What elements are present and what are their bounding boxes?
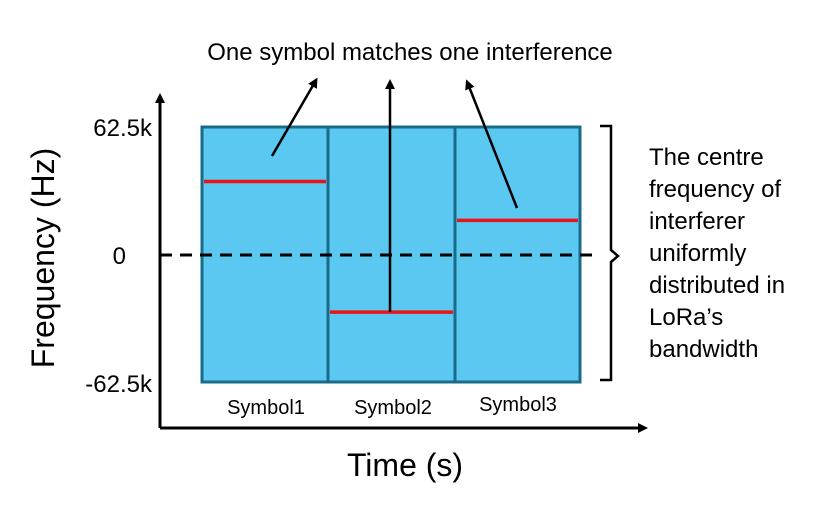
symbol-label-2: Symbol2 [354, 397, 432, 419]
note-line-6: LoRa’s [649, 304, 723, 331]
interferer-lines [204, 179, 578, 314]
y-axis-label: Frequency (Hz) [25, 148, 61, 369]
y-tick-min: -62.5k [85, 371, 153, 398]
note-line-2: frequency of [649, 176, 781, 203]
y-tick-zero: 0 [113, 243, 126, 270]
symbol-block-3 [453, 125, 582, 384]
note-line-1: The centre [649, 144, 764, 171]
annotation-title: One symbol matches one interference [207, 39, 613, 66]
y-tick-max: 62.5k [93, 115, 153, 142]
x-axis-label: Time (s) [347, 447, 463, 483]
pointer-arrow-symbol1 [270, 77, 318, 157]
note-line-7: bandwidth [649, 336, 758, 363]
note-line-5: distributed in [649, 272, 785, 299]
symbol-label-3: Symbol3 [479, 394, 557, 416]
bandwidth-bracket [600, 124, 620, 382]
note-line-3: interferer [649, 208, 745, 235]
pointer-arrow-symbol3 [465, 79, 519, 209]
symbol-blocks [200, 125, 582, 384]
symbol-label-1: Symbol1 [227, 397, 305, 419]
note-line-4: uniformly [649, 240, 746, 267]
